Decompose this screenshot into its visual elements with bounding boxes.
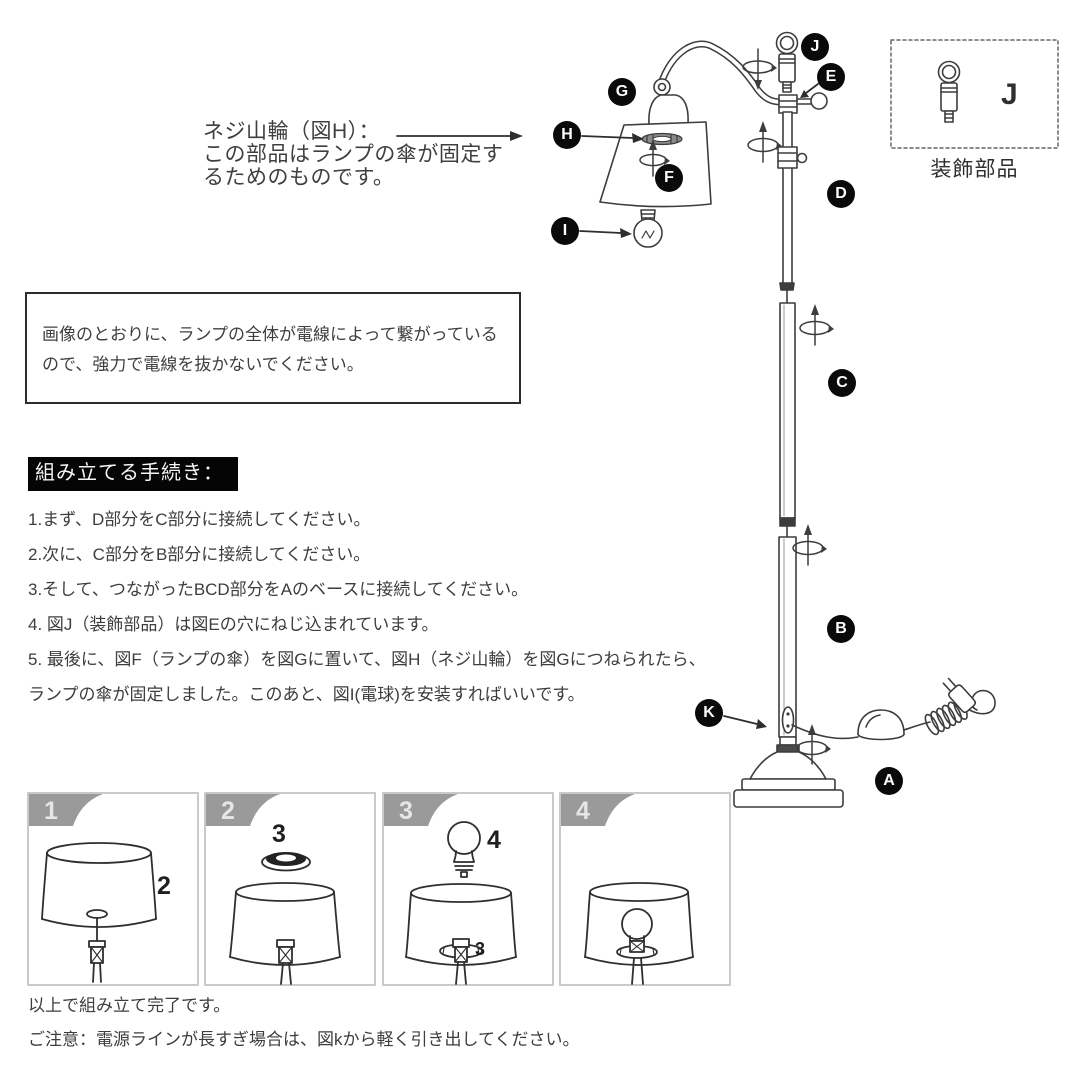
note-h-line1: ネジ山輪（図H）： — [203, 120, 381, 143]
panel-2-number: 2 — [221, 797, 235, 825]
warning-box: 画像のとおりに、ランプの全体が電線によって繋がっているので、強力で電線を抜かない… — [25, 292, 521, 404]
assembly-step-1: 1.まず、D部分をC部分に接続してください。 — [28, 510, 371, 529]
note-h: ネジ山輪（図H）： この部品はランプの傘が固定す るためのものです。 — [203, 120, 503, 189]
part-label-h: H — [553, 121, 581, 149]
note-arrow — [396, 131, 523, 141]
part-label-k: K — [695, 699, 723, 727]
cord-line — [791, 724, 859, 740]
rotation-arrows — [742, 48, 834, 765]
panel-4-banner — [561, 794, 635, 826]
rotation-arrow-up — [792, 524, 827, 566]
panel-3-banner — [384, 794, 458, 826]
panel-1-part-ref: 2 — [157, 872, 171, 900]
panel-1-banner — [29, 794, 103, 826]
part-label-c: C — [828, 369, 856, 397]
assembly-step-3: 3.そして、つながったBCD部分をAのベースに接続してください。 — [28, 580, 529, 599]
part-label-d: D — [827, 180, 855, 208]
panel-4-art — [584, 882, 694, 985]
power-cord-assembly — [791, 677, 996, 741]
rotation-arrow-up — [747, 121, 782, 163]
part-label-b: B — [827, 615, 855, 643]
assembly-step-2: 2.次に、C部分をB部分に接続してください。 — [28, 545, 371, 564]
panel-1-art — [41, 842, 157, 983]
gooseneck-arm — [655, 40, 785, 106]
warning-text: 画像のとおりに、ランプの全体が電線によって繋がっているので、強力で電線を抜かない… — [42, 325, 498, 374]
assembly-step-4: 4. 図J（装飾部品）は図Eの穴にねじ込まれています。 — [28, 615, 439, 634]
panel-3-art — [405, 821, 517, 985]
pole — [777, 111, 808, 738]
assembly-step-5-cont: ランプの傘が固定しました。このあと、図I(電球)を安装すればいいです。 — [28, 685, 585, 704]
step-panels — [27, 792, 731, 986]
panel-2-banner — [206, 794, 280, 826]
panel-2-part-ref: 3 — [272, 820, 286, 848]
inset-caption: 装飾部品 — [930, 158, 1019, 181]
light-bulb-i — [633, 209, 663, 248]
rotation-arrow-down — [742, 48, 777, 90]
pole-segment-d — [782, 111, 793, 288]
inset-part-j — [937, 60, 961, 123]
lamp-base — [733, 736, 844, 808]
k-arrow — [723, 715, 767, 729]
panel-3-part-ref-inner: 3 — [475, 939, 486, 959]
e-arrow — [800, 83, 819, 98]
power-plug — [942, 677, 977, 714]
decorative-part-j — [775, 31, 799, 93]
inset-part-label: J — [1001, 78, 1018, 111]
part-label-e: E — [817, 63, 845, 91]
note-h-line3: るためのものです。 — [203, 166, 395, 189]
panel-3-part-ref: 4 — [487, 826, 501, 854]
panel-2-art — [229, 852, 341, 985]
note-h-line2: この部品はランプの傘が固定す — [203, 143, 504, 166]
panel-4-number: 4 — [576, 797, 590, 825]
footer-caution: ご注意：電源ラインが長すぎ場合は、図kから軽く引き出してください。 — [28, 1030, 580, 1049]
joint-e — [778, 92, 828, 114]
assembly-step-5: 5. 最後に、図F（ランプの傘）を図Gに置いて、図H（ネジ山輪）を図Gにつねられ… — [28, 650, 706, 669]
lamp-shade-f — [599, 121, 712, 208]
assembly-title: 組み立てる手続き： — [28, 457, 238, 491]
inset-box — [890, 39, 1059, 149]
panel-1-number: 1 — [44, 797, 58, 825]
part-label-f: F — [655, 164, 683, 192]
h-arrow — [581, 133, 644, 143]
part-label-j: J — [801, 33, 829, 61]
i-arrow — [579, 228, 632, 238]
footer-complete: 以上で組み立て完了です。 — [28, 996, 231, 1015]
part-label-g: G — [608, 78, 636, 106]
rotation-arrow-up — [796, 724, 831, 765]
pole-segment-c — [779, 302, 796, 519]
screw-ring-h — [641, 132, 683, 146]
part-label-a: A — [875, 767, 903, 795]
foot-switch — [857, 709, 905, 741]
rotation-arrow-up — [799, 304, 834, 346]
rotation-arrow-up — [639, 139, 670, 177]
cord-outlet-k — [781, 706, 795, 734]
part-label-i: I — [551, 217, 579, 245]
panel-3-number: 3 — [399, 797, 413, 825]
